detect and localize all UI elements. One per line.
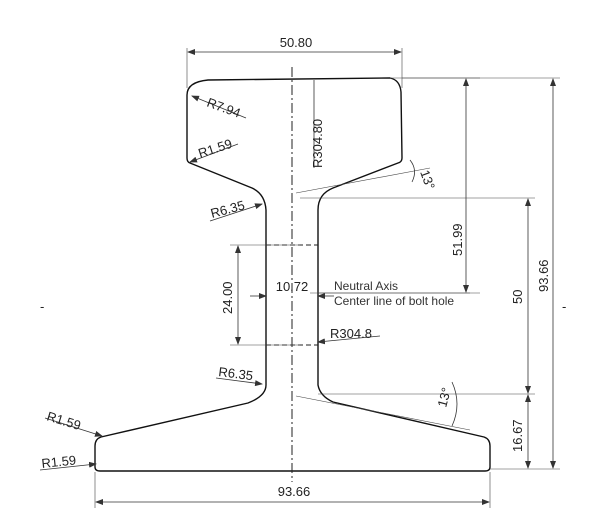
head-corner-radius-leader [191, 95, 247, 119]
neutral-axis-label: Neutral Axis [334, 279, 398, 293]
top-width-label: 50.80 [280, 35, 313, 50]
right-edge-marker: - [562, 299, 566, 314]
head-angle-arc [409, 159, 415, 183]
head-radius-label: R304.80 [310, 119, 325, 168]
foot-bottom-radius-label: R1.59 [41, 452, 77, 471]
foot-top-radius-leader [44, 417, 103, 437]
base-width-label: 93.66 [278, 484, 311, 499]
height-web-label: 50 [510, 290, 525, 304]
bolt-hole-centerline-label: Center line of bolt hole [334, 294, 454, 308]
height-head-axis-label: 51.99 [450, 223, 465, 256]
web-radius-label: R304.8 [330, 326, 372, 341]
head-underside-radius-leader [189, 143, 239, 163]
upper-fillet-radius-label: R6.35 [209, 197, 246, 220]
web-radius-leader [317, 335, 381, 345]
bolt-spacing-label: 24.00 [220, 281, 235, 314]
foot-bottom-radius-leader [39, 461, 97, 471]
upper-fillet-radius-leader [209, 203, 263, 222]
lower-fillet-radius-label: R6.35 [218, 364, 254, 383]
head-underside-radius-label: R1.59 [196, 136, 234, 161]
foot-angle-ext-line [295, 395, 471, 431]
foot-angle-label: 13° [434, 386, 454, 409]
foot-top-radius-label: R1.59 [45, 409, 83, 433]
head-corner-radius-label: R7.94 [205, 95, 243, 121]
head-angle-label: 13° [417, 168, 438, 192]
left-edge-marker: - [40, 299, 44, 314]
lower-fillet-radius-leader [215, 377, 263, 387]
foot-angle-arc [451, 381, 458, 427]
rail-section-outline [94, 77, 491, 472]
total-height-label: 93.66 [536, 259, 551, 292]
head-angle-ext-line [295, 167, 431, 194]
foot-height-label: 16.67 [510, 419, 525, 452]
web-thickness-label: 10.72 [276, 279, 309, 294]
